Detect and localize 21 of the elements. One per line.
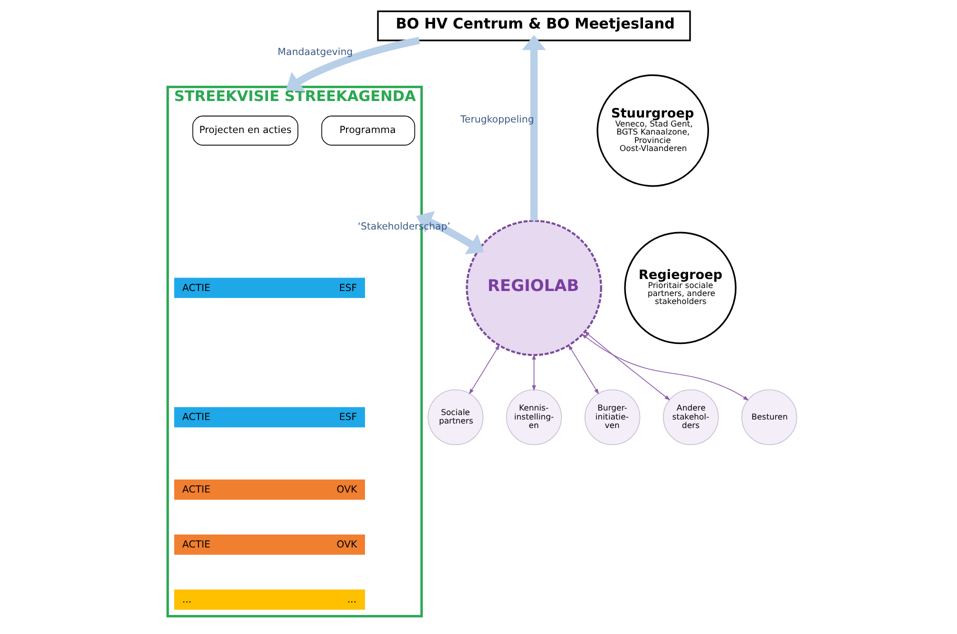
node-circle: Kennis- instelling- en bbox=[506, 389, 562, 446]
node-box: ACTIE ESF bbox=[174, 407, 364, 428]
arrow bbox=[568, 344, 598, 394]
edge-label: Terugkoppeling bbox=[460, 114, 534, 126]
node-circle: Stuurgroep Veneco, Stad Gent, BGTS Kanaalzone, Provincie Oost-Vlaanderen bbox=[596, 74, 709, 187]
arrow bbox=[285, 36, 420, 92]
node-box: ... ... bbox=[174, 589, 364, 610]
node-box: ACTIE OVK bbox=[174, 480, 364, 500]
node-box: ACTIE OVK bbox=[174, 534, 364, 555]
node-box: ACTIE ESF bbox=[174, 278, 364, 298]
edge-label: Mandaatgeving bbox=[277, 47, 352, 58]
arrow bbox=[584, 330, 670, 400]
node-box: Programma bbox=[320, 116, 415, 146]
node-box: BO HV Centrum & BO Meetjesland bbox=[376, 10, 690, 42]
arrow bbox=[416, 211, 484, 254]
node-box: Projecten en acties bbox=[192, 116, 298, 146]
arrow bbox=[522, 34, 546, 220]
arrow bbox=[581, 334, 748, 401]
node-circle: Regiegroep Prioritair sociale partners, andere stakeholders bbox=[624, 232, 736, 344]
arrow bbox=[468, 344, 500, 394]
arrow bbox=[532, 354, 536, 391]
